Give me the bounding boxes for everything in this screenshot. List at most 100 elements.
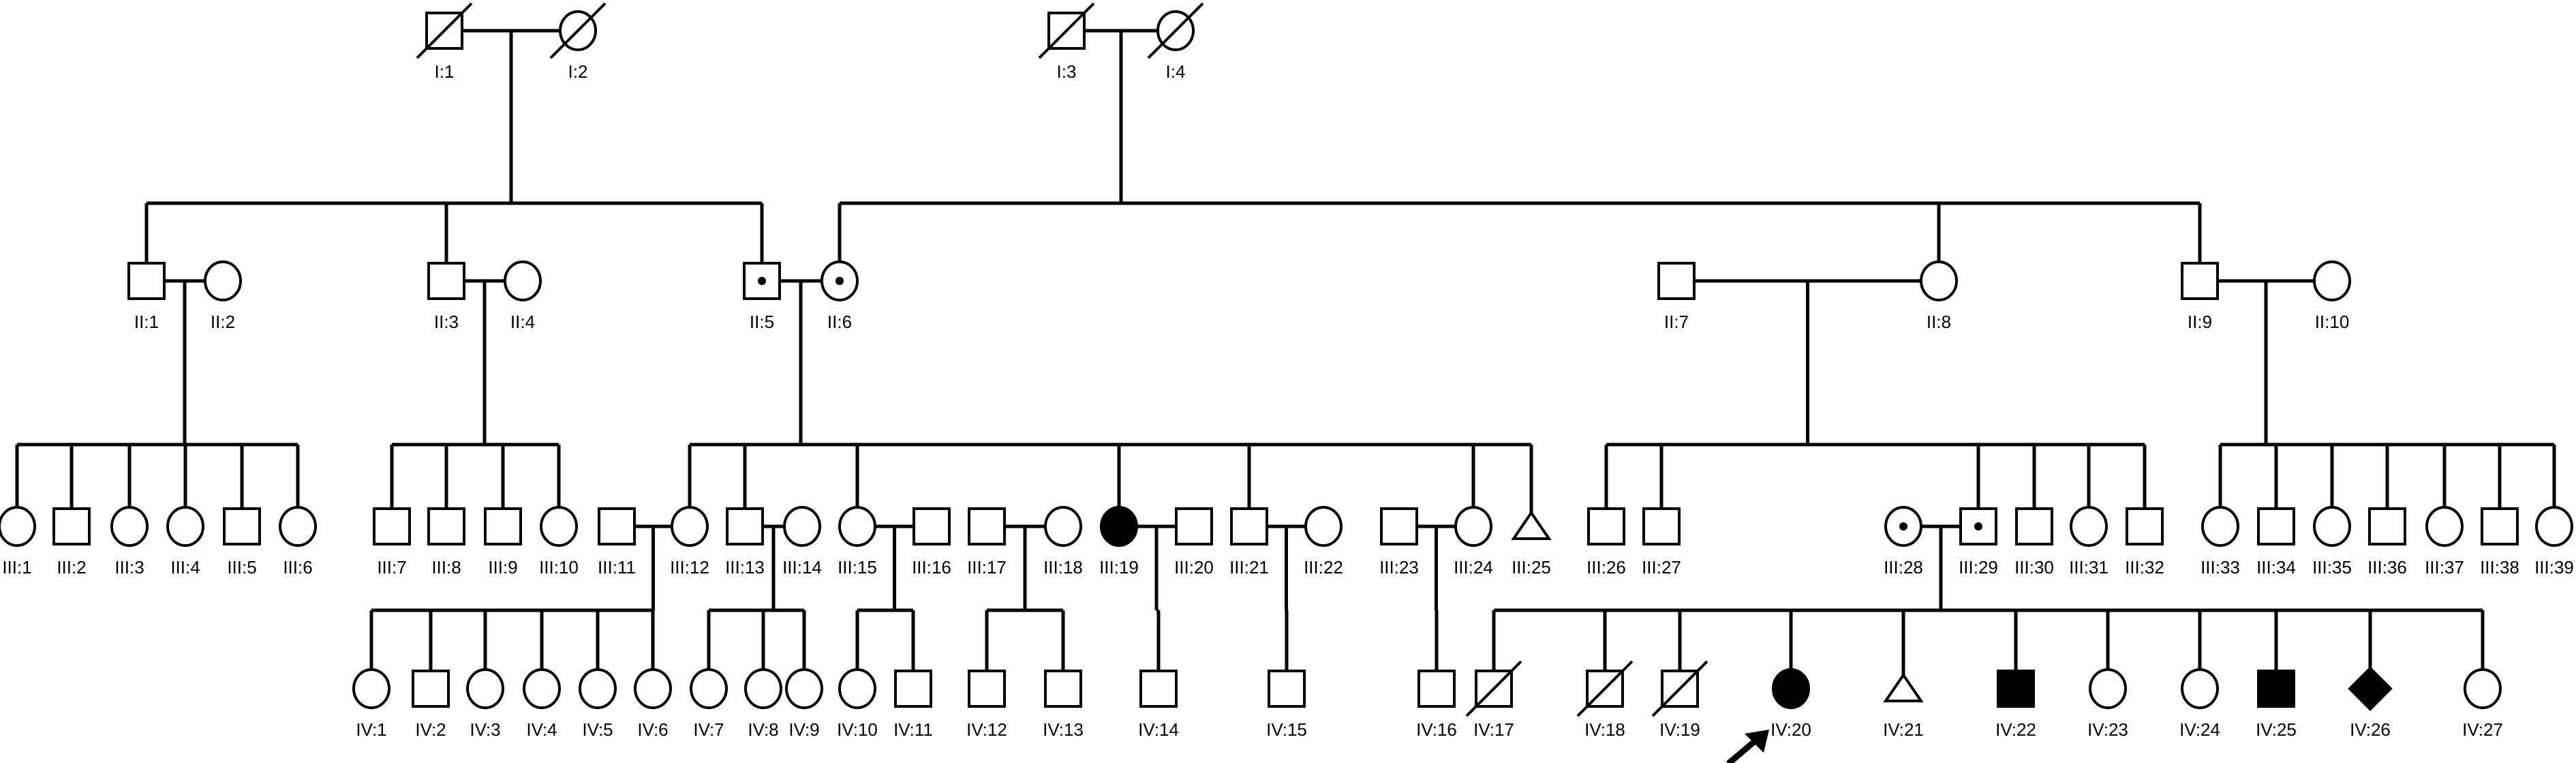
individual-IV-17 — [1465, 660, 1522, 717]
individual-II-5 — [743, 262, 781, 300]
individual-IV-7 — [690, 668, 728, 709]
deceased-slash — [1147, 2, 1204, 59]
label-III-26: III:26 — [1586, 557, 1626, 578]
label-IV-10: IV:10 — [837, 719, 878, 740]
female-symbol — [2535, 506, 2573, 547]
individual-III-18 — [1044, 506, 1082, 547]
individual-II-2 — [204, 260, 242, 301]
individual-III-23 — [1380, 507, 1418, 545]
individual-IV-25 — [2257, 670, 2295, 708]
individual-III-4 — [166, 506, 204, 547]
female-symbol — [634, 668, 672, 709]
label-IV-5: IV:5 — [582, 719, 613, 740]
individual-III-16 — [913, 507, 951, 545]
label-IV-26: IV:26 — [2350, 719, 2391, 740]
individual-IV-16 — [1417, 670, 1456, 708]
male-symbol — [2181, 262, 2219, 300]
carrier-dot — [835, 277, 844, 285]
individual-III-15 — [838, 506, 876, 547]
individual-III-30 — [2015, 507, 2053, 545]
female-symbol — [2313, 260, 2351, 301]
female-symbol — [110, 506, 149, 547]
label-II-5: II:5 — [750, 312, 774, 332]
male-symbol — [598, 507, 636, 545]
label-II-7: II:7 — [1664, 312, 1689, 332]
label-II-10: II:10 — [2315, 312, 2350, 332]
individual-III-1 — [0, 506, 36, 547]
deceased-slash — [1465, 660, 1522, 717]
label-IV-24: IV:24 — [2179, 719, 2220, 740]
label-IV-12: IV:12 — [966, 719, 1007, 740]
individual-IV-11 — [894, 670, 932, 708]
label-IV-22: IV:22 — [1995, 719, 2036, 740]
label-II-6: II:6 — [827, 312, 852, 332]
female-symbol — [2181, 668, 2219, 709]
individual-IV-20 — [1772, 668, 1810, 709]
female-symbol — [540, 506, 578, 547]
label-III-5: III:5 — [227, 557, 256, 578]
carrier-dot — [758, 277, 766, 285]
female-symbol — [1044, 506, 1082, 547]
label-III-4: III:4 — [170, 557, 200, 578]
label-III-31: III:31 — [2069, 557, 2109, 578]
female-symbol — [1304, 506, 1343, 547]
individual-IV-14 — [1139, 670, 1178, 708]
individual-II-1 — [127, 262, 166, 300]
individual-II-3 — [427, 262, 465, 300]
individual-III-26 — [1587, 507, 1625, 545]
label-IV-6: IV:6 — [637, 719, 668, 740]
deceased-slash — [1651, 660, 1708, 717]
label-III-25: III:25 — [1512, 557, 1551, 578]
label-IV-3: IV:3 — [470, 719, 500, 740]
individual-III-35 — [2313, 506, 2351, 547]
individual-III-19 — [1100, 506, 1138, 547]
male-symbol — [1230, 507, 1268, 545]
label-II-4: II:4 — [510, 312, 535, 332]
label-IV-16: IV:16 — [1416, 719, 1457, 740]
individual-IV-6 — [634, 668, 672, 709]
male-symbol — [484, 507, 522, 545]
male-symbol — [1044, 670, 1082, 708]
individual-IV-12 — [968, 670, 1006, 708]
deceased-slash — [1576, 660, 1634, 717]
individual-III-28 — [1884, 506, 1922, 547]
individual-IV-9 — [785, 668, 823, 709]
female-symbol — [783, 506, 821, 547]
male-symbol — [2481, 507, 2519, 545]
individual-III-6 — [279, 506, 317, 547]
female-symbol — [2464, 668, 2502, 709]
individual-I-4 — [1147, 2, 1204, 59]
label-III-14: III:14 — [782, 557, 822, 578]
individual-III-7 — [373, 507, 411, 545]
individual-IV-23 — [2089, 668, 2127, 709]
individual-I-2 — [549, 2, 607, 59]
individual-III-3 — [110, 506, 149, 547]
individual-III-11 — [598, 507, 636, 545]
female-symbol — [1772, 668, 1810, 709]
individual-IV-5 — [579, 668, 617, 709]
miscarriage-symbol — [1883, 672, 1924, 702]
male-symbol — [52, 507, 91, 545]
individual-IV-13 — [1044, 670, 1082, 708]
female-symbol — [1920, 260, 1958, 301]
label-IV-14: IV:14 — [1138, 719, 1179, 740]
deceased-slash — [549, 2, 607, 59]
individual-IV-2 — [412, 670, 450, 708]
unknown-sex-symbol — [2348, 666, 2393, 711]
label-III-6: III:6 — [283, 557, 312, 578]
male-symbol — [1642, 507, 1681, 545]
individual-III-37 — [2425, 506, 2464, 547]
label-III-17: III:17 — [967, 557, 1007, 578]
label-III-1: III:1 — [2, 557, 31, 578]
label-III-37: III:37 — [2425, 557, 2464, 578]
female-symbol — [466, 668, 504, 709]
individual-II-7 — [1657, 262, 1696, 300]
label-III-2: III:2 — [57, 557, 86, 578]
female-symbol — [352, 668, 390, 709]
label-III-24: III:24 — [1454, 557, 1493, 578]
individual-III-2 — [52, 507, 91, 545]
male-symbol — [1417, 670, 1456, 708]
label-III-7: III:7 — [377, 557, 406, 578]
male-symbol — [968, 670, 1006, 708]
